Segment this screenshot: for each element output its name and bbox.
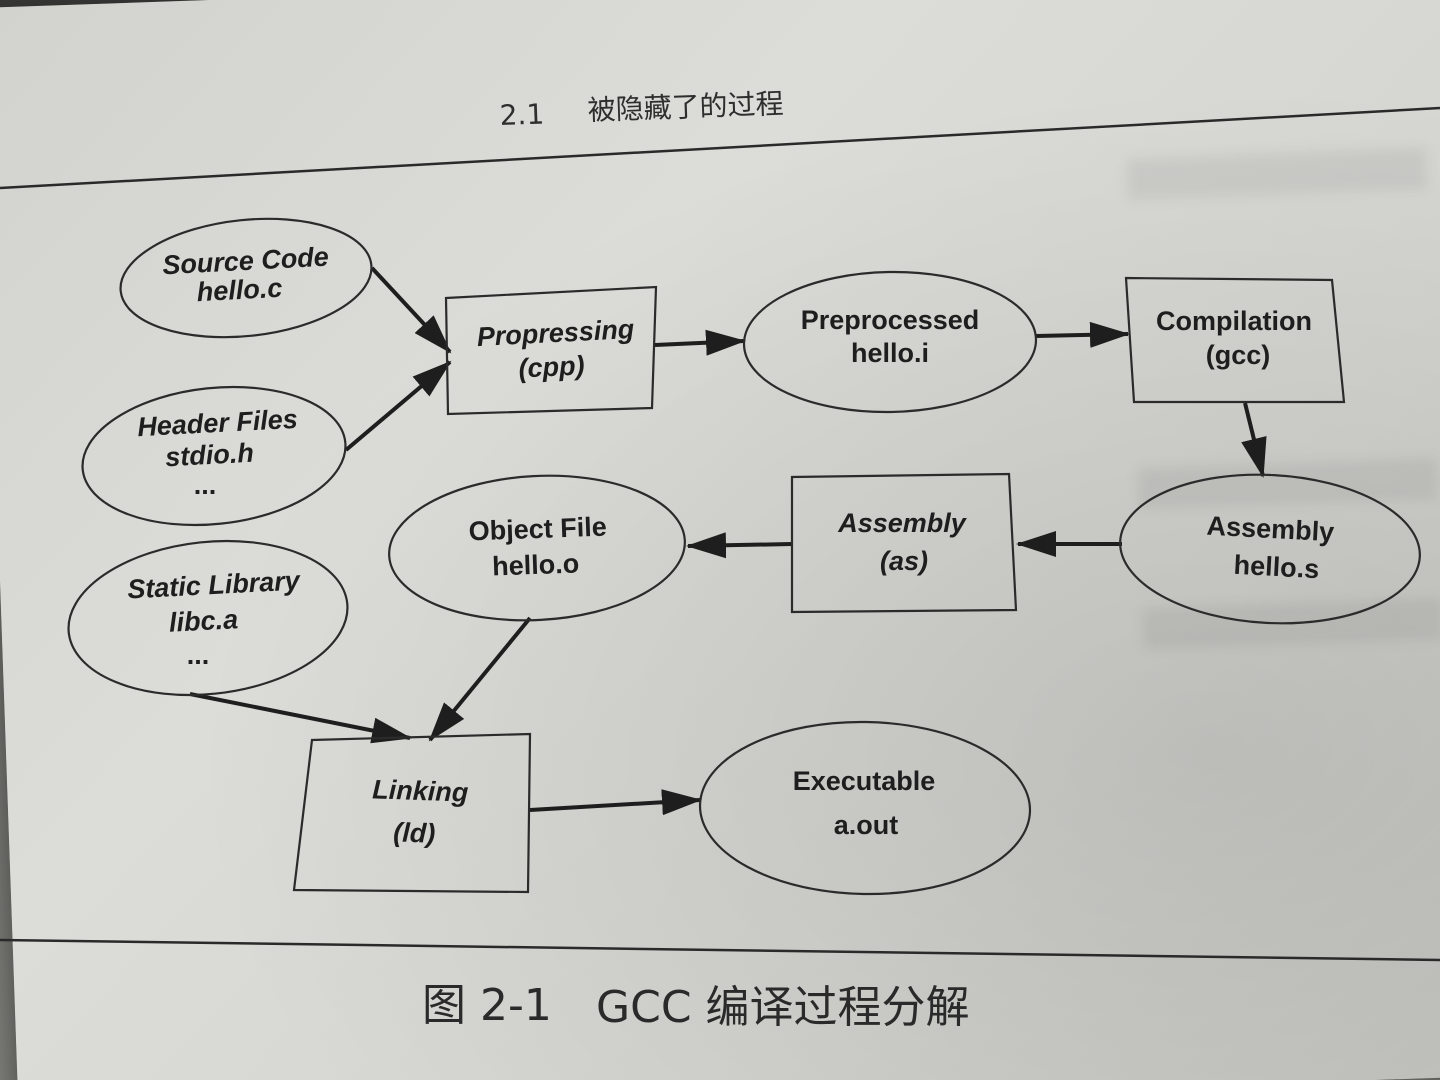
assembly-file-ellipse (1119, 473, 1421, 625)
edge-compilation-to-assembly-file (1241, 402, 1267, 478)
figure-caption: 图 2-1 GCC 编译过程分解 (0, 938, 1440, 1033)
node-object-file: Object File hello.o (388, 474, 686, 622)
edge-assembly-step-to-object-file (686, 532, 793, 559)
executable-label: Executable (793, 766, 936, 796)
linking-label: Linking (372, 774, 469, 807)
node-source-code: Source Code hello.c (119, 217, 373, 339)
page-header: 2.1 被隐藏了的过程 (0, 87, 1440, 190)
node-assembly-file: Assembly hello.s (1119, 473, 1421, 625)
header-files-filename: stdio.h (165, 438, 255, 473)
compilation-label: Compilation (1156, 306, 1312, 336)
linking-box (292, 732, 532, 894)
object-file-label: Object File (468, 512, 607, 547)
header-rule (0, 106, 1440, 190)
assembly-step-tool: (as) (880, 546, 928, 576)
edge-static-library-to-linking (189, 692, 412, 744)
header-files-label: Header Files (137, 404, 299, 442)
preprocessing-label: Propressing (476, 314, 635, 352)
node-header-files: Header Files stdio.h ... (81, 385, 347, 527)
preprocessed-label: Preprocessed (801, 305, 980, 335)
node-preprocessed: Preprocessed hello.i (742, 270, 1038, 414)
assembly-file-label: Assembly (1206, 511, 1335, 548)
figure-caption-text: GCC 编译过程分解 (596, 982, 970, 1033)
static-library-ellipsis: ... (187, 640, 210, 670)
assembly-file-filename: hello.s (1233, 550, 1320, 584)
preprocessed-ellipse (742, 270, 1038, 414)
node-executable: Executable a.out (698, 720, 1032, 896)
static-library-label: Static Library (127, 565, 303, 604)
figure-label: 图 2-1 (422, 980, 552, 1031)
compilation-box (1124, 276, 1346, 404)
header-files-ellipsis: ... (194, 470, 217, 500)
edge-linking-to-executable (529, 789, 702, 816)
executable-filename: a.out (834, 810, 899, 840)
source-code-ellipse (119, 217, 373, 339)
edge-preprocessing-to-preprocessed (654, 329, 746, 356)
edge-source-to-preprocessing (370, 266, 452, 354)
node-assembly-step: Assembly (as) (790, 472, 1018, 614)
compilation-tool: (gcc) (1206, 340, 1271, 370)
object-file-filename: hello.o (492, 548, 580, 581)
node-preprocessing: Propressing (cpp) (444, 285, 658, 416)
node-linking: Linking (ld) (292, 732, 532, 894)
source-code-filename: hello.c (196, 273, 283, 307)
executable-ellipse (698, 720, 1032, 896)
static-library-ellipse (67, 539, 349, 697)
edge-preprocessed-to-compilation (1035, 321, 1130, 348)
edge-object-file-to-linking (428, 616, 532, 742)
linking-tool: (ld) (393, 817, 436, 848)
preprocessing-box (444, 285, 658, 416)
header-files-ellipse (81, 385, 347, 527)
preprocessed-filename: hello.i (851, 338, 929, 368)
node-compilation: Compilation (gcc) (1124, 276, 1346, 404)
caption-rule (0, 938, 1440, 962)
edge-header-to-preprocessing (344, 360, 452, 452)
assembly-step-box (790, 472, 1018, 614)
preprocessing-tool: (cpp) (518, 350, 585, 383)
section-title: 被隐藏了的过程 (587, 87, 784, 127)
static-library-filename: libc.a (168, 604, 239, 638)
object-file-ellipse (388, 474, 686, 622)
assembly-step-label: Assembly (837, 508, 968, 538)
node-static-library: Static Library libc.a ... (67, 539, 349, 697)
section-number: 2.1 (499, 97, 545, 132)
edges (189, 266, 1267, 816)
